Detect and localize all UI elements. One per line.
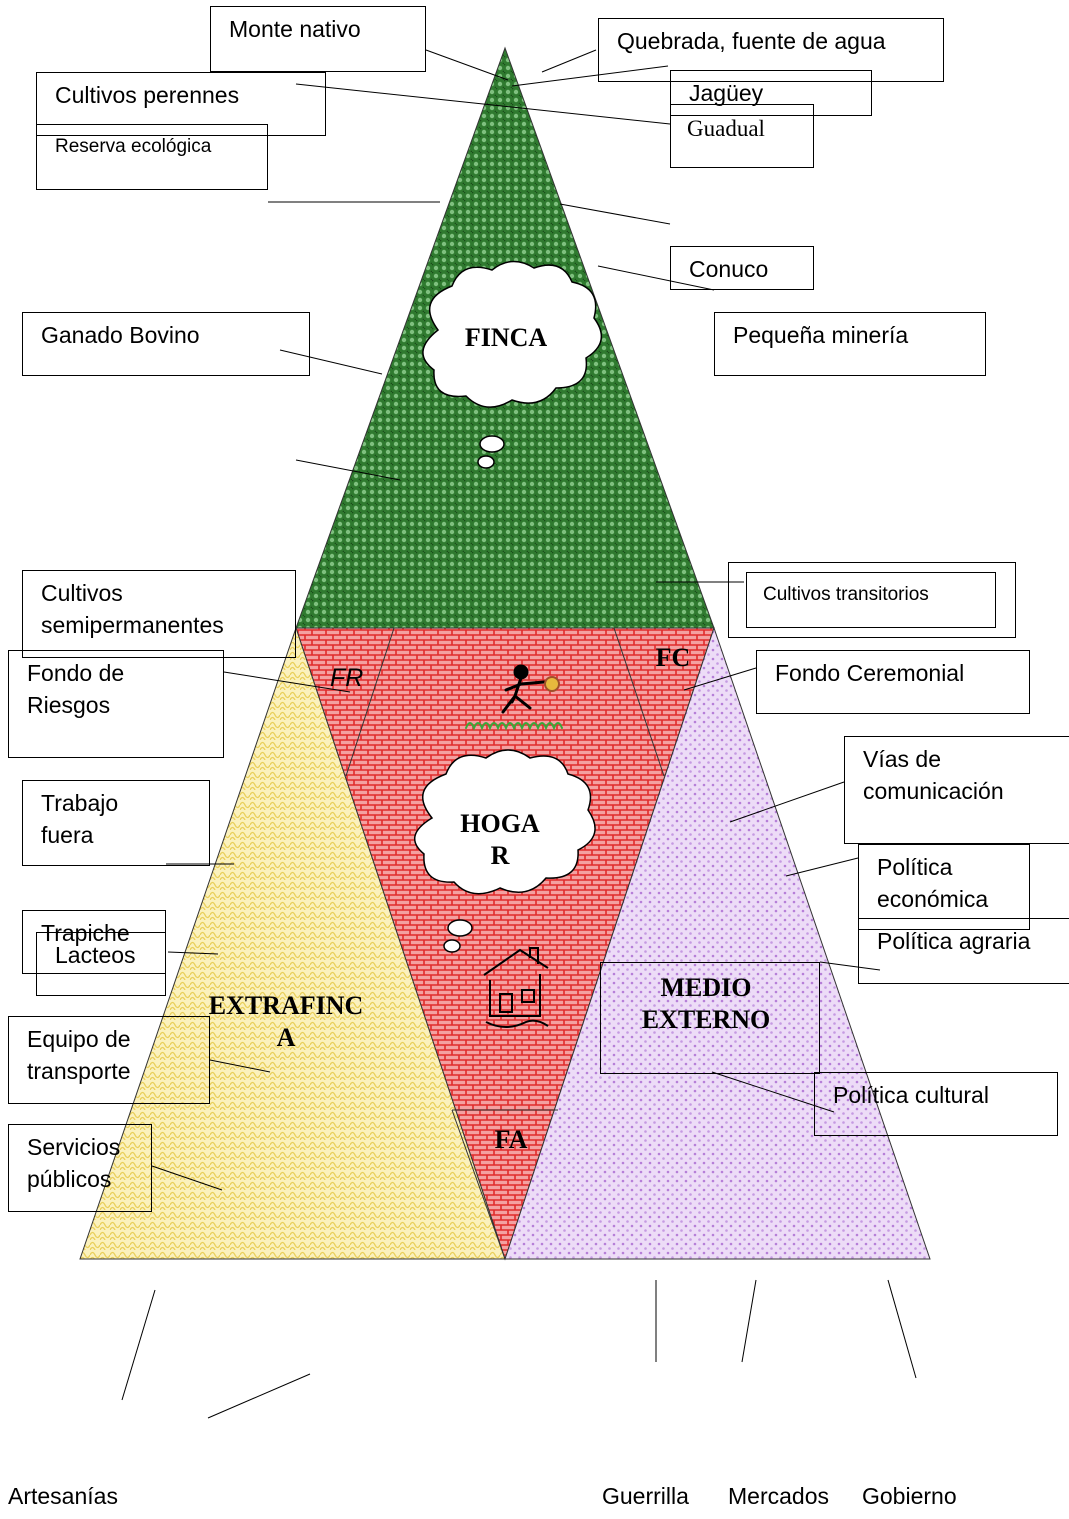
label-fondo-riesgos: Fondo de Riesgos [8,650,224,758]
label-fondo-ceremonial: Fondo Ceremonial [756,650,1030,714]
hogar-cloud [414,749,596,953]
house-icon [483,947,549,1028]
extrafinca-title: EXTRAFINC A [208,991,364,1052]
label-conuco: Conuco [670,246,814,290]
label-ganado: Ganado Bovino [22,312,310,376]
label-guerrilla: Guerrilla [602,1483,689,1509]
label-cultivos-trans-outer [728,562,1016,638]
farmer-icon [465,664,563,731]
label-jaguey: Jagüey [670,70,872,116]
label-cultivos-trans: Cultivos transitorios [746,572,996,628]
fc-label: FC [655,643,691,672]
label-politica-economica: Política económica [858,844,1030,930]
label-guadual: Guadual [670,104,814,168]
finca-cloud [422,260,603,469]
label-cultivos-semi: Cultivos semipermanentes [22,570,296,658]
extrafinca-region [79,626,506,1260]
label-reserva: Reserva ecológica [36,124,268,190]
label-medio-externo-frame [600,962,820,1074]
label-trapiche: Trapiche [22,910,166,974]
medio-externo-title: MEDIO EXTERNO [641,973,771,1034]
label-vias: Vías de comunicación [844,736,1069,844]
hogar-title: HOGA R [460,809,540,870]
label-mercados: Mercados [728,1483,829,1509]
label-equipo: Equipo de transporte [8,1016,210,1104]
fr-label: FR [330,664,364,692]
label-lacteos: Lacteos [36,932,166,996]
label-monte-nativo: Monte nativo [210,6,426,72]
label-servicios: Servicios públicos [8,1124,152,1212]
label-cultivos-perennes: Cultivos perennes [36,72,326,136]
label-artesanias: Artesanías [8,1483,118,1509]
finca-title: FINCA [464,323,548,352]
label-mineria: Pequeña minería [714,312,986,376]
label-quebrada: Quebrada, fuente de agua [598,18,944,82]
fa-label: FA [494,1125,528,1154]
fc-divider [613,627,665,777]
medio-externo-region [504,626,931,1260]
label-politica-cultural: Política cultural [814,1072,1058,1136]
leader-lines [121,49,917,1419]
label-trabajo-fuera: Trabajo fuera [22,780,210,866]
fr-divider [345,627,395,777]
label-gobierno: Gobierno [862,1483,957,1509]
label-politica-agraria: Política agraria [858,918,1069,984]
fa-divider-left [451,1109,506,1260]
